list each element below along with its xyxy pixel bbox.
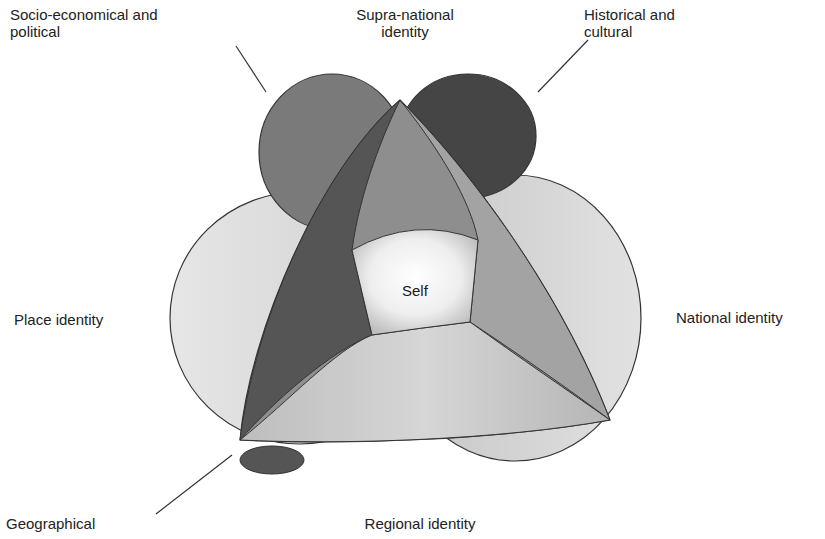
identity-label: Regional identity	[340, 515, 500, 532]
domain-label: Supra-national identity	[340, 6, 470, 41]
identity-label: National identity	[676, 309, 816, 326]
node-text: Self	[402, 282, 428, 299]
domain-label: Geographical	[6, 515, 126, 532]
self-core: Self	[402, 282, 428, 299]
domain-label: Socio-economical and political	[10, 6, 160, 41]
identity-label: Place identity	[14, 311, 144, 328]
domain-label: Historical and cultural	[584, 6, 699, 41]
